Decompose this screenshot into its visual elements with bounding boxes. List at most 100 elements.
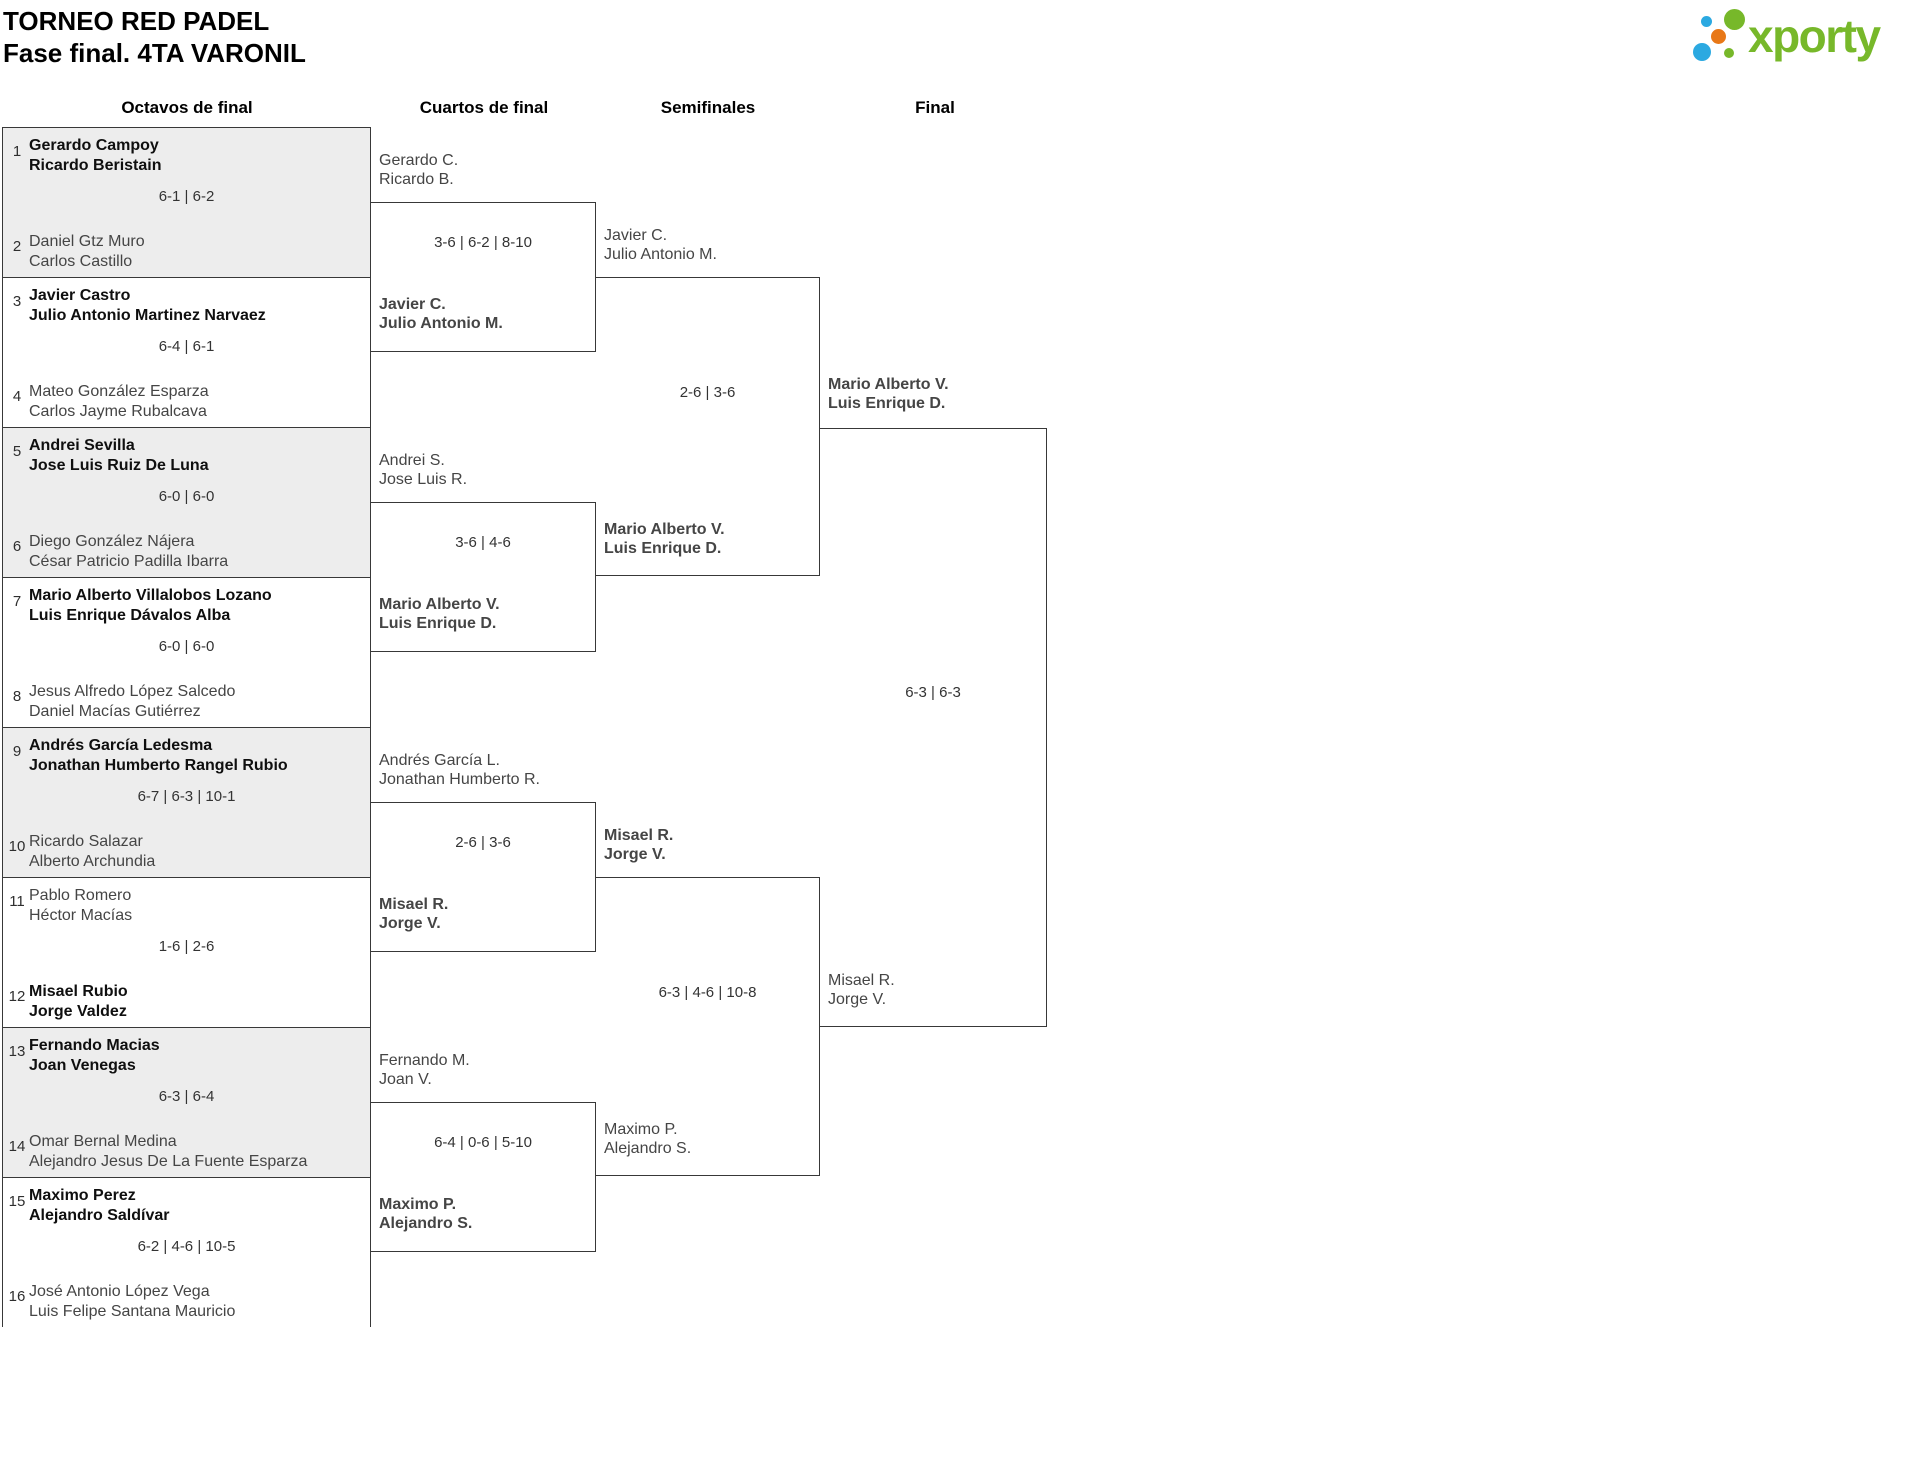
match-score: 6-7 | 6-3 | 10-1 (137, 788, 236, 805)
team-pair: Misael R. Jorge V. (379, 895, 448, 933)
team-pair: Gerardo C. Ricardo B. (379, 151, 458, 189)
logo-wordmark: xporty (1748, 10, 1881, 62)
team-name-line: Alejandro Jesus De La Fuente Esparza (29, 1152, 308, 1170)
team-name-line: Alberto Archundia (29, 852, 156, 870)
tournament-name: TORNEO RED PADEL (3, 6, 270, 36)
round-header-semifinales: Semifinales (660, 98, 756, 117)
team-name-line: Joan Venegas (29, 1056, 136, 1074)
logo-dot-blue-small (1701, 16, 1712, 27)
seed-number: 5 (12, 443, 22, 460)
r16-match-8: 15 Maximo Perez Alejandro Saldívar 6-2 |… (3, 1178, 370, 1328)
match-score: 6-3 | 6-4 (158, 1088, 215, 1105)
match-score: 3-6 | 6-2 | 8-10 (434, 234, 532, 251)
team-name-line: Mario Alberto V. (604, 521, 725, 538)
team-pair: Andrés García L. Jonathan Humberto R. (379, 751, 540, 789)
page-title: TORNEO RED PADEL Fase final. 4TA VARONIL (3, 5, 306, 69)
team-name-line: Alejandro S. (604, 1140, 692, 1157)
team-pair: Mario Alberto Villalobos Lozano Luis Enr… (29, 586, 272, 625)
team-name-line: Ricardo Salazar (29, 833, 143, 850)
team-name-line: Misael R. (604, 827, 674, 844)
team-name-line: Jonathan Humberto R. (379, 771, 540, 788)
match-score: 2-6 | 3-6 (679, 384, 736, 401)
seed-number: 3 (12, 293, 22, 310)
team-pair: Fernando Macias Joan Venegas (29, 1036, 160, 1075)
seed-number: 9 (12, 743, 22, 760)
r16-match-3: 5 Andrei Sevilla Jose Luis Ruiz De Luna … (3, 428, 370, 578)
team-pair: Javier Castro Julio Antonio Martinez Nar… (29, 286, 266, 325)
match-score: 6-3 | 6-3 (905, 684, 961, 701)
seed-number: 11 (9, 893, 25, 910)
phase-name: Fase final. 4TA VARONIL (3, 38, 306, 68)
team-name-line: Ricardo B. (379, 171, 454, 188)
team-name-line: Alejandro S. (379, 1215, 473, 1232)
team-name-line: Daniel Gtz Muro (29, 233, 145, 250)
semifinal-match-1: Javier C. Julio Antonio M. 2-6 | 3-6 Mar… (596, 227, 820, 576)
team-name-line: Héctor Macías (29, 906, 133, 924)
team-name-line: Jorge V. (379, 915, 441, 932)
team-pair: Mario Alberto V. Luis Enrique D. (604, 520, 725, 558)
seed-number: 10 (8, 838, 26, 855)
r16-match-5: 9 Andrés García Ledesma Jonathan Humbert… (3, 728, 370, 878)
team-name-line: Fernando Macias (29, 1037, 160, 1054)
team-name-line: Andrei Sevilla (29, 437, 135, 454)
team-pair: Daniel Gtz Muro Carlos Castillo (29, 232, 145, 271)
team-pair: Andrei Sevilla Jose Luis Ruiz De Luna (29, 436, 209, 475)
seed-number: 13 (8, 1043, 26, 1060)
team-name-line: Joan V. (379, 1071, 432, 1088)
team-name-line: César Patricio Padilla Ibarra (29, 552, 229, 570)
r16-match-1: 1 Gerardo Campoy Ricardo Beristain 6-1 |… (3, 128, 370, 278)
logo-dot-green-large (1724, 9, 1745, 30)
seed-number: 15 (8, 1193, 26, 1210)
match-score: 3-6 | 4-6 (455, 534, 511, 551)
team-pair: Maximo P. Alejandro S. (604, 1120, 691, 1158)
team-name-line: Mario Alberto V. (828, 376, 949, 393)
r16-match-4: 7 Mario Alberto Villalobos Lozano Luis E… (3, 578, 370, 728)
round-header-final: Final (915, 98, 955, 117)
team-name-line: Diego González Nájera (29, 533, 195, 550)
round-header-octavos: Octavos de final (121, 98, 253, 117)
team-name-line: Luis Felipe Santana Mauricio (29, 1302, 236, 1320)
team-name-line: Carlos Jayme Rubalcava (29, 402, 207, 420)
team-name-line: Misael R. (379, 896, 449, 913)
team-pair: Andrei S. Jose Luis R. (379, 451, 467, 489)
team-pair: Mario Alberto V. Luis Enrique D. (828, 375, 949, 413)
team-name-line: Javier C. (604, 227, 668, 244)
team-pair: Pablo Romero Héctor Macías (29, 886, 132, 925)
final-match: Mario Alberto V. Luis Enrique D. 6-3 | 6… (820, 376, 1047, 1027)
match-score: 2-6 | 3-6 (455, 834, 511, 851)
team-name-line: Andrés García Ledesma (29, 737, 213, 754)
team-name-line: Omar Bernal Medina (29, 1133, 177, 1150)
r16-match-2: 3 Javier Castro Julio Antonio Martinez N… (3, 278, 370, 428)
semifinal-match-2: Misael R. Jorge V. 6-3 | 4-6 | 10-8 Maxi… (596, 827, 820, 1176)
seed-number: 6 (12, 538, 22, 555)
match-score: 6-4 | 6-1 (158, 338, 215, 355)
match-score: 6-3 | 4-6 | 10-8 (658, 984, 757, 1001)
quarterfinal-match-1: Gerardo C. Ricardo B. 3-6 | 6-2 | 8-10 J… (371, 152, 596, 352)
team-name-line: Jose Luis Ruiz De Luna (29, 456, 209, 474)
team-name-line: Gerardo C. (379, 152, 459, 169)
match-score: 1-6 | 2-6 (158, 938, 215, 955)
r16-match-6: 11 Pablo Romero Héctor Macías 1-6 | 2-6 … (3, 878, 370, 1028)
team-pair: Misael R. Jorge V. (604, 826, 673, 864)
logo-dot-orange (1711, 29, 1726, 44)
team-name-line: Mateo González Esparza (29, 383, 209, 400)
team-pair: Javier C. Julio Antonio M. (379, 295, 503, 333)
team-name-line: Andrés García L. (379, 752, 500, 769)
quarterfinal-match-2: Andrei S. Jose Luis R. 3-6 | 4-6 Mario A… (371, 452, 596, 652)
seed-number: 1 (12, 143, 22, 160)
seed-number: 12 (8, 988, 26, 1005)
team-name-line: Jorge V. (828, 991, 887, 1008)
team-name-line: Mario Alberto Villalobos Lozano (29, 587, 272, 604)
team-name-line: Jorge V. (604, 846, 666, 863)
team-name-line: Mario Alberto V. (379, 596, 500, 613)
team-pair: Misael R. Jorge V. (828, 971, 895, 1009)
team-pair: Maximo P. Alejandro S. (379, 1195, 472, 1233)
team-name-line: Daniel Macías Gutiérrez (29, 702, 201, 720)
team-name-line: Carlos Castillo (29, 252, 133, 270)
team-pair: Gerardo Campoy Ricardo Beristain (29, 136, 161, 175)
team-pair: Mario Alberto V. Luis Enrique D. (379, 595, 500, 633)
team-name-line: Luis Enrique D. (379, 615, 497, 632)
team-name-line: Luis Enrique D. (604, 540, 722, 557)
team-name-line: Maximo P. (379, 1196, 457, 1213)
match-score: 6-1 | 6-2 (158, 188, 215, 205)
